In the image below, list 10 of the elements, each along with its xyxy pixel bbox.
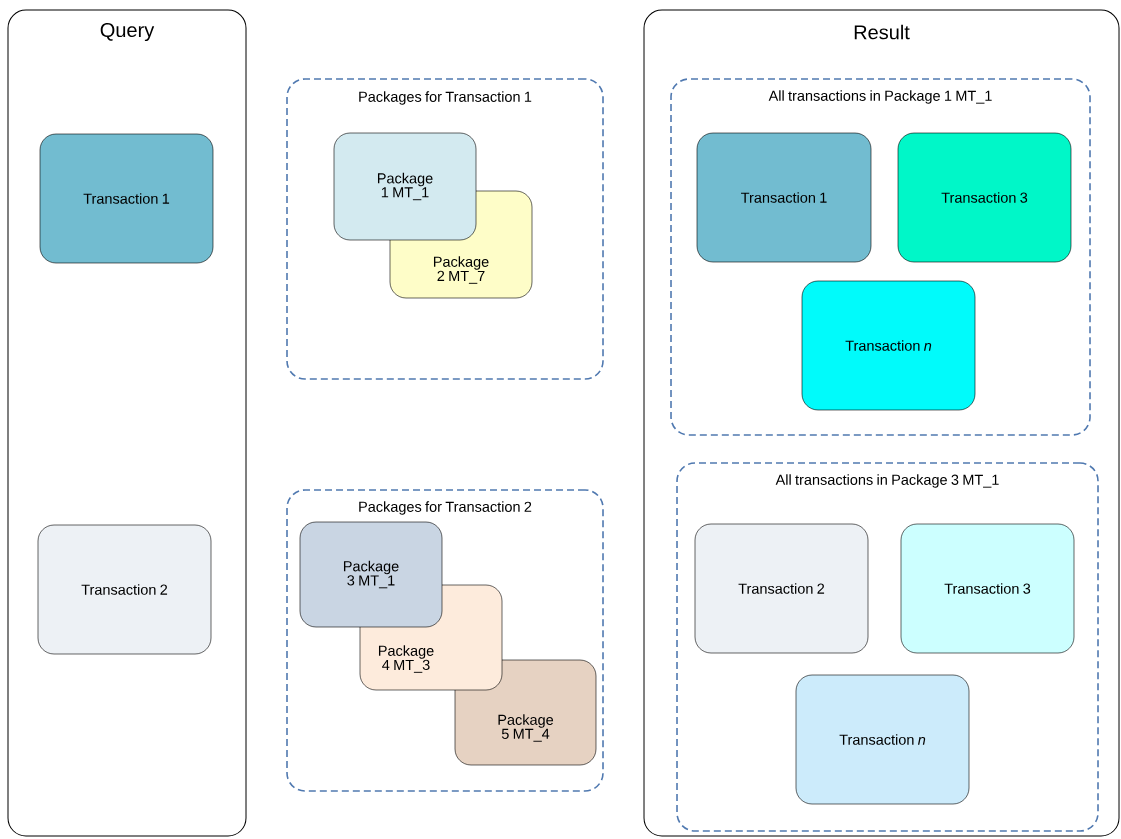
rounded-box: Transaction 1: [696, 132, 872, 263]
rounded-box: Transaction 3: [900, 523, 1075, 654]
rounded-box: Package 1 MT_1: [333, 132, 477, 241]
rounded-box: Transaction n: [801, 280, 976, 411]
rounded-box: Transaction n: [795, 674, 970, 805]
rounded-box: Package 3 MT_1: [299, 521, 443, 628]
rounded-box: Transaction 2: [37, 524, 212, 655]
rounded-box: Transaction 3: [897, 132, 1072, 263]
rounded-box: Transaction 1: [39, 133, 214, 264]
rounded-box: Transaction 2: [694, 523, 869, 654]
